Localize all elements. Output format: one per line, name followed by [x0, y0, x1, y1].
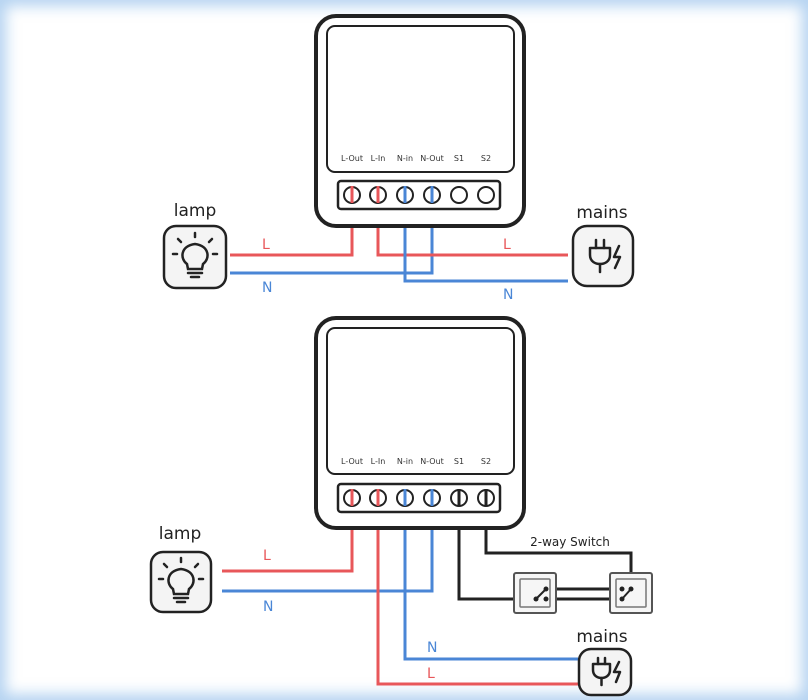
- mains-label: mains: [576, 627, 627, 647]
- terminal-label-l-out: L-Out: [341, 154, 363, 163]
- terminal-label-l-in: L-In: [371, 457, 386, 466]
- wire-label-l-left: L: [262, 237, 270, 253]
- lamp-label: lamp: [174, 201, 217, 221]
- terminal-label-s1: S1: [454, 154, 464, 163]
- terminal-label-s2: S2: [481, 154, 491, 163]
- terminal-label-s2: S2: [481, 457, 491, 466]
- terminal-s1: [450, 186, 468, 204]
- mains-label: mains: [576, 203, 627, 223]
- smart-switch-module-2: L-Out L-In N-in N-Out S1 S2: [314, 316, 526, 530]
- light-bulb-icon: [162, 224, 228, 290]
- wire-label-n-right: N: [503, 287, 513, 303]
- wire-neutral-mains: [403, 498, 578, 661]
- lamp-label: lamp: [159, 524, 202, 544]
- wire-label-n-right: N: [427, 640, 437, 656]
- terminal-label-n-out: N-Out: [420, 457, 444, 466]
- two-way-switch-label: 2-way Switch: [530, 535, 610, 549]
- wire-label-l-left: L: [263, 548, 271, 564]
- diagram-1: L-Out L-In N-in N-Out S1 S2 L N L: [162, 14, 635, 303]
- terminal-block: [336, 179, 502, 211]
- diagram-2: L-Out L-In N-in N-Out S1 S2 2-way Swit: [149, 316, 653, 697]
- power-plug-icon: [571, 224, 635, 288]
- smart-switch-module-1: L-Out L-In N-in N-Out S1 S2: [314, 14, 526, 228]
- wire-label-l-right: L: [503, 237, 511, 253]
- terminal-label-n-in: N-in: [397, 457, 413, 466]
- terminal-label-l-out: L-Out: [341, 457, 363, 466]
- wire-label-n-left: N: [262, 280, 272, 296]
- two-way-switch-left: [513, 572, 557, 614]
- light-bulb-icon: [149, 550, 213, 614]
- two-way-switch-right: [609, 572, 653, 614]
- power-plug-icon: [577, 647, 633, 697]
- wire-label-l-right: L: [427, 666, 435, 682]
- terminal-s2: [477, 186, 495, 204]
- terminal-label-n-out: N-Out: [420, 154, 444, 163]
- wire-label-n-left: N: [263, 599, 273, 615]
- terminal-label-l-in: L-In: [371, 154, 386, 163]
- terminal-label-n-in: N-in: [397, 154, 413, 163]
- wire-live-mains: [376, 498, 578, 686]
- terminal-block: [336, 482, 502, 514]
- wire-s1-switch: [457, 498, 536, 601]
- terminal-label-s1: S1: [454, 457, 464, 466]
